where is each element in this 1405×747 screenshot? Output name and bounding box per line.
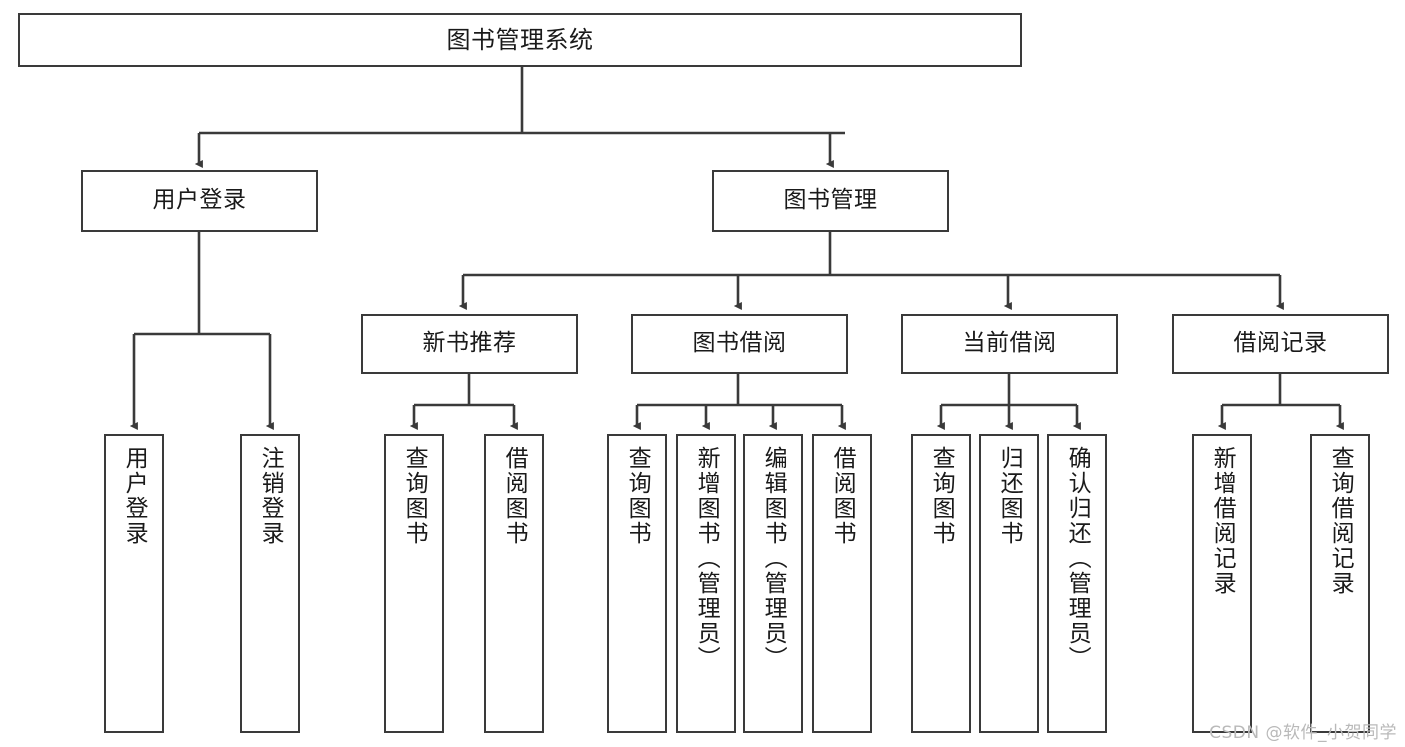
node-book-manage[interactable]: 图书管理 — [712, 170, 949, 232]
leaf-query-borrow-record[interactable]: 查询借阅记录 — [1310, 434, 1370, 733]
leaf-logout-label: 注销登录 — [257, 446, 284, 546]
leaf-add-book-admin-label: 新增图书（管理员） — [693, 446, 720, 671]
node-user-login-label: 用户登录 — [152, 187, 247, 214]
leaf-user-login-label: 用户登录 — [121, 446, 148, 546]
leaf-query-book-bb[interactable]: 查询图书 — [607, 434, 667, 733]
node-new-book-recommend[interactable]: 新书推荐 — [361, 314, 578, 374]
leaf-query-book-nb-label: 查询图书 — [401, 446, 428, 546]
leaf-return-book-label: 归还图书 — [996, 446, 1023, 546]
node-new-book-recommend-label: 新书推荐 — [422, 330, 517, 357]
leaf-add-borrow-record[interactable]: 新增借阅记录 — [1192, 434, 1252, 733]
leaf-query-borrow-record-label: 查询借阅记录 — [1327, 446, 1354, 596]
leaf-borrow-book-nb-label: 借阅图书 — [501, 446, 528, 546]
node-root-label: 图书管理系统 — [446, 25, 594, 54]
node-current-borrow[interactable]: 当前借阅 — [901, 314, 1118, 374]
node-user-login[interactable]: 用户登录 — [81, 170, 318, 232]
node-book-borrow-label: 图书借阅 — [692, 330, 787, 357]
node-book-manage-label: 图书管理 — [783, 187, 878, 214]
leaf-borrow-book-nb[interactable]: 借阅图书 — [484, 434, 544, 733]
leaf-borrow-book-bb[interactable]: 借阅图书 — [812, 434, 872, 733]
leaf-add-borrow-record-label: 新增借阅记录 — [1209, 446, 1236, 596]
leaf-borrow-book-bb-label: 借阅图书 — [829, 446, 856, 546]
leaf-query-book-cb[interactable]: 查询图书 — [911, 434, 971, 733]
leaf-query-book-nb[interactable]: 查询图书 — [384, 434, 444, 733]
leaf-logout[interactable]: 注销登录 — [240, 434, 300, 733]
leaf-confirm-return-admin-label: 确认归还（管理员） — [1064, 446, 1091, 671]
leaf-edit-book-admin[interactable]: 编辑图书（管理员） — [743, 434, 803, 733]
node-borrow-record[interactable]: 借阅记录 — [1172, 314, 1389, 374]
node-borrow-record-label: 借阅记录 — [1233, 330, 1328, 357]
node-current-borrow-label: 当前借阅 — [962, 330, 1057, 357]
leaf-query-book-cb-label: 查询图书 — [928, 446, 955, 546]
leaf-return-book[interactable]: 归还图书 — [979, 434, 1039, 733]
leaf-confirm-return-admin[interactable]: 确认归还（管理员） — [1047, 434, 1107, 733]
leaf-user-login[interactable]: 用户登录 — [104, 434, 164, 733]
leaf-add-book-admin[interactable]: 新增图书（管理员） — [676, 434, 736, 733]
leaf-edit-book-admin-label: 编辑图书（管理员） — [760, 446, 787, 671]
node-book-borrow[interactable]: 图书借阅 — [631, 314, 848, 374]
node-root[interactable]: 图书管理系统 — [18, 13, 1022, 67]
leaf-query-book-bb-label: 查询图书 — [624, 446, 651, 546]
